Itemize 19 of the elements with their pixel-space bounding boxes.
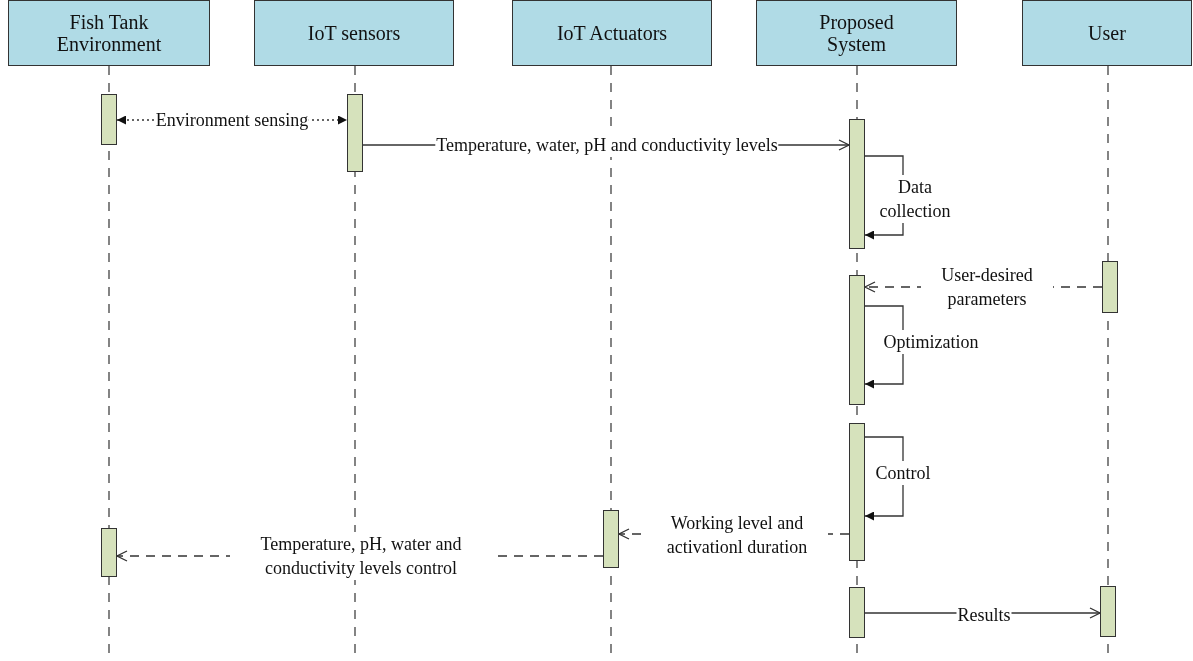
edge-label: Temperature, pH, water and conductivity levels control bbox=[230, 532, 492, 580]
activation-bar bbox=[849, 423, 865, 561]
lifeline-header: IoT sensors bbox=[254, 0, 454, 66]
edge-label: Optimization bbox=[882, 330, 980, 354]
lifeline-header: User bbox=[1022, 0, 1192, 66]
activation-bar bbox=[101, 94, 117, 145]
edge-label: Control bbox=[874, 461, 932, 485]
activation-bar bbox=[849, 119, 865, 249]
activation-bar bbox=[101, 528, 117, 577]
lifeline-header: Proposed System bbox=[756, 0, 957, 66]
activation-bar bbox=[1102, 261, 1118, 313]
activation-bar bbox=[1100, 586, 1116, 637]
lifeline-header: Fish Tank Environment bbox=[8, 0, 210, 66]
activation-bar bbox=[849, 275, 865, 405]
activation-bar bbox=[849, 587, 865, 638]
activation-bar bbox=[347, 94, 363, 172]
lifeline-header: IoT Actuators bbox=[512, 0, 712, 66]
edge-label: Temperature, water, pH and conductivity levels bbox=[435, 133, 779, 157]
activation-bar bbox=[603, 510, 619, 568]
